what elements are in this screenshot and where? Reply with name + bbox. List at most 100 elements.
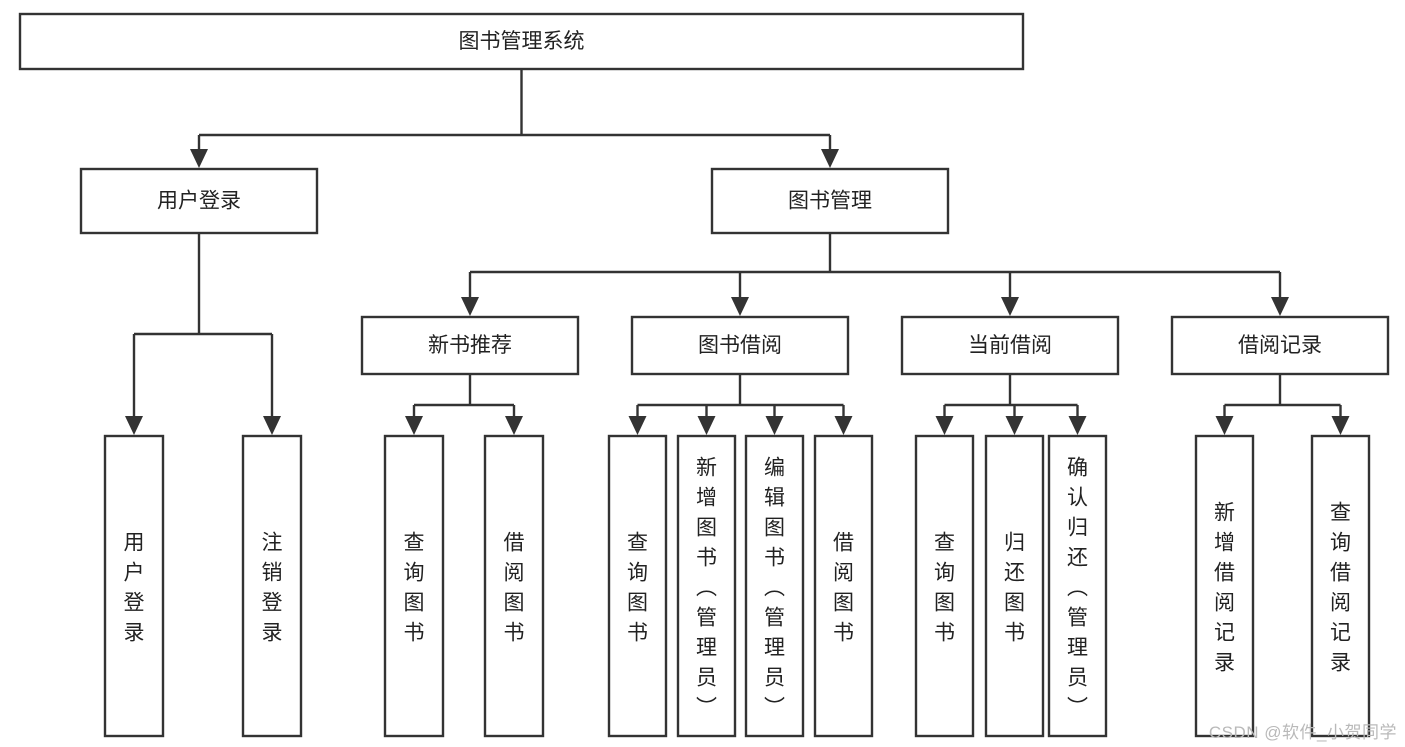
node-label-char: 询 bbox=[404, 561, 425, 584]
node-label: 新增借阅记录 bbox=[1214, 501, 1235, 674]
node-box[interactable] bbox=[744, 434, 805, 738]
node-box[interactable] bbox=[483, 434, 545, 738]
node-borrow-record[interactable]: 借阅记录 bbox=[1170, 315, 1390, 376]
node-label-char: 管 bbox=[696, 606, 717, 629]
connector-layer bbox=[125, 69, 1350, 435]
node-label-char: 书 bbox=[934, 621, 955, 644]
node-label-char: 员 bbox=[764, 666, 785, 689]
node-box[interactable] bbox=[900, 315, 1120, 376]
node-box[interactable] bbox=[676, 434, 737, 738]
node-leaf-user-login[interactable]: 用户登录 bbox=[103, 434, 165, 738]
node-leaf-add-book[interactable]: 新增图书︵管理员︶ bbox=[676, 434, 737, 738]
node-label: 新增图书︵管理员︶ bbox=[696, 456, 717, 719]
arrow-head-icon bbox=[1215, 416, 1234, 435]
node-label: 借阅记录 bbox=[1238, 334, 1322, 357]
node-leaf-query-record[interactable]: 查询借阅记录 bbox=[1310, 434, 1371, 738]
node-box[interactable] bbox=[984, 434, 1045, 738]
node-label-char: 询 bbox=[934, 561, 955, 584]
node-label: 新书推荐 bbox=[428, 334, 512, 357]
node-label: 查询图书 bbox=[627, 531, 648, 644]
node-label: 借阅图书 bbox=[833, 531, 854, 644]
node-label: 归还图书 bbox=[1004, 531, 1025, 644]
node-box[interactable] bbox=[1310, 434, 1371, 738]
node-box[interactable] bbox=[1047, 434, 1108, 738]
node-user-login[interactable]: 用户登录 bbox=[79, 167, 319, 235]
node-label-char: 记 bbox=[1214, 621, 1235, 644]
node-label-char: 阅 bbox=[833, 561, 854, 584]
node-book-manage[interactable]: 图书管理 bbox=[710, 167, 950, 235]
node-book-borrow[interactable]: 图书借阅 bbox=[630, 315, 850, 376]
arrow-head-icon bbox=[935, 416, 954, 435]
node-label-char: 图 bbox=[1004, 591, 1025, 614]
node-label: 注销登录 bbox=[262, 531, 283, 644]
node-box[interactable] bbox=[241, 434, 303, 738]
arrow-head-icon bbox=[505, 416, 523, 435]
node-label-char: 图 bbox=[696, 516, 717, 539]
node-label-char: 书 bbox=[696, 546, 717, 569]
node-label-char: 编 bbox=[764, 456, 785, 479]
node-label: 借阅图书 bbox=[504, 531, 525, 644]
node-box[interactable] bbox=[360, 315, 580, 376]
node-label-char: 员 bbox=[696, 666, 717, 689]
node-label-char: 图 bbox=[934, 591, 955, 614]
node-current-borrow[interactable]: 当前借阅 bbox=[900, 315, 1120, 376]
node-label: 确认归还︵管理员︶ bbox=[1067, 456, 1088, 719]
node-leaf-borrow-book-2[interactable]: 借阅图书 bbox=[813, 434, 874, 738]
node-label: 查询图书 bbox=[934, 531, 955, 644]
node-leaf-query-book-1[interactable]: 查询图书 bbox=[383, 434, 445, 738]
node-label-char: 借 bbox=[833, 531, 854, 554]
node-leaf-return-book[interactable]: 归还图书 bbox=[984, 434, 1045, 738]
node-label-char: 用 bbox=[124, 531, 145, 554]
node-box[interactable] bbox=[607, 434, 668, 738]
node-box[interactable] bbox=[103, 434, 165, 738]
arrow-head-icon bbox=[461, 297, 479, 316]
node-label-char: 新 bbox=[696, 456, 717, 479]
node-leaf-logout[interactable]: 注销登录 bbox=[241, 434, 303, 738]
node-box[interactable] bbox=[1170, 315, 1390, 376]
node-leaf-add-record[interactable]: 新增借阅记录 bbox=[1194, 434, 1255, 738]
node-new-book-recommend[interactable]: 新书推荐 bbox=[360, 315, 580, 376]
node-label-char: 确 bbox=[1067, 456, 1088, 479]
node-box[interactable] bbox=[630, 315, 850, 376]
node-label-char: 归 bbox=[1067, 516, 1088, 539]
node-leaf-confirm-return[interactable]: 确认归还︵管理员︶ bbox=[1047, 434, 1108, 738]
arrow-head-icon bbox=[1001, 297, 1019, 316]
node-box[interactable] bbox=[18, 12, 1025, 71]
node-label: 用户登录 bbox=[124, 531, 145, 644]
node-box[interactable] bbox=[914, 434, 975, 738]
node-leaf-query-book-3[interactable]: 查询图书 bbox=[914, 434, 975, 738]
connector-group-borrow-record bbox=[1215, 374, 1350, 435]
arrow-head-icon bbox=[1271, 297, 1289, 316]
connector-group-current-borrow bbox=[935, 374, 1087, 435]
arrow-head-icon bbox=[1331, 416, 1350, 435]
node-label-char: 书 bbox=[627, 621, 648, 644]
arrow-head-icon bbox=[1005, 416, 1024, 435]
node-label-char: 登 bbox=[262, 591, 283, 614]
node-label-char: ︵ bbox=[764, 576, 785, 599]
node-label-char: 书 bbox=[1004, 621, 1025, 644]
node-label-char: 借 bbox=[1330, 561, 1351, 584]
node-root[interactable]: 图书管理系统 bbox=[18, 12, 1025, 71]
node-label-char: 理 bbox=[764, 636, 785, 659]
node-box[interactable] bbox=[710, 167, 950, 235]
node-label: 图书借阅 bbox=[698, 334, 782, 357]
node-label: 当前借阅 bbox=[968, 334, 1052, 357]
node-label-char: 阅 bbox=[1214, 591, 1235, 614]
node-label: 查询图书 bbox=[404, 531, 425, 644]
node-label-char: ︶ bbox=[764, 696, 785, 719]
connector-group-book-borrow bbox=[628, 374, 853, 435]
node-leaf-query-book-2[interactable]: 查询图书 bbox=[607, 434, 668, 738]
node-box[interactable] bbox=[383, 434, 445, 738]
node-label-char: 销 bbox=[262, 561, 283, 584]
node-label-char: 理 bbox=[1067, 636, 1088, 659]
node-box[interactable] bbox=[1194, 434, 1255, 738]
node-leaf-edit-book[interactable]: 编辑图书︵管理员︶ bbox=[744, 434, 805, 738]
node-label-char: ︶ bbox=[1067, 696, 1088, 719]
node-label-char: 还 bbox=[1067, 546, 1088, 569]
node-leaf-borrow-book-1[interactable]: 借阅图书 bbox=[483, 434, 545, 738]
node-box[interactable] bbox=[79, 167, 319, 235]
node-box[interactable] bbox=[813, 434, 874, 738]
arrow-head-icon bbox=[1068, 416, 1087, 435]
